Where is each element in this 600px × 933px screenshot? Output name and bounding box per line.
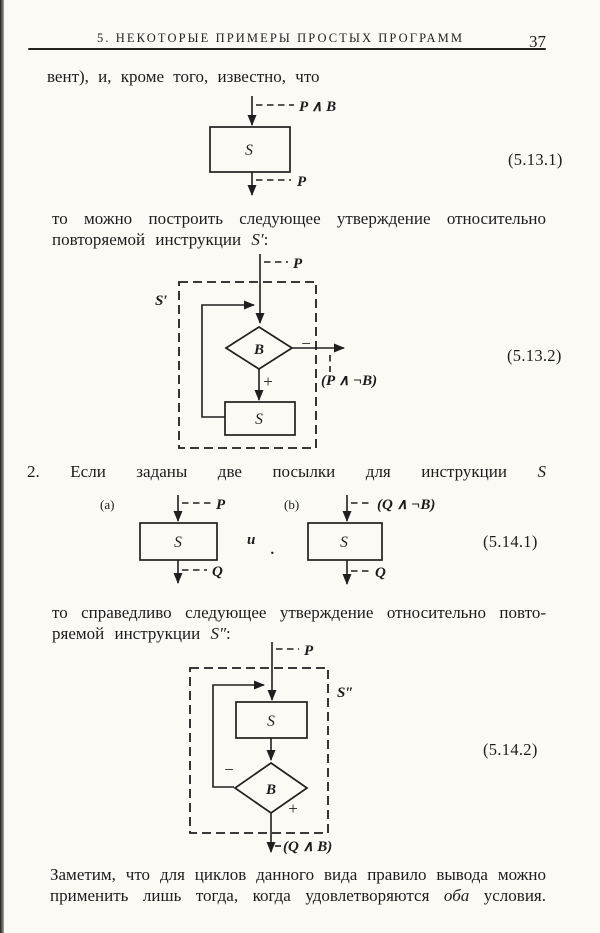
entry-assertion-label: P xyxy=(304,643,314,659)
list-item-2: 2. Если заданы две посылки для инструкци… xyxy=(27,461,546,482)
compound-statement-dashed-box xyxy=(189,667,329,834)
entry-assertion-label: P ∧ B xyxy=(299,99,336,115)
subfigure-a-tag: (a) xyxy=(100,497,114,512)
page-number: 37 xyxy=(529,32,546,51)
flowchart-5-14-1: (a) P S Q и . (b) (Q ∧ ¬B) S xyxy=(100,495,435,585)
process-box xyxy=(209,126,291,173)
false-branch-sign: − xyxy=(224,760,234,779)
text-run: : xyxy=(226,624,231,643)
subfigure-b-tag: (b) xyxy=(284,497,299,512)
exit-assertion-label: (Q ∧ B) xyxy=(283,839,332,855)
figure-5-13-2: P S′ B − (P ∧ ¬B) + S (5.13.2) xyxy=(0,252,600,454)
decision-label: B xyxy=(253,342,264,358)
equation-number: (5.13.2) xyxy=(507,346,562,365)
b-exit-arrow xyxy=(342,560,371,585)
false-branch-sign: − xyxy=(301,334,311,353)
exit-assertion-label: (P ∧ ¬B) xyxy=(321,373,377,389)
math-s-prime: S′ xyxy=(251,230,264,249)
equation-number: (5.14.1) xyxy=(483,532,538,551)
header-rule xyxy=(28,48,546,50)
b-entry-assertion-label: (Q ∧ ¬B) xyxy=(377,497,435,513)
paragraph-after-5-14-1-line1: то справедливо следующее утверждение отн… xyxy=(52,603,546,622)
math-s: S xyxy=(537,462,547,481)
decision-label: B xyxy=(265,782,276,798)
text-run: повторяемой инструкции xyxy=(52,230,242,249)
b-process-box xyxy=(307,522,383,561)
page-left-edge xyxy=(0,0,4,933)
a-exit-arrow xyxy=(173,560,207,584)
true-branch-sign: + xyxy=(263,372,273,391)
equation-number: (5.14.2) xyxy=(483,740,538,759)
running-header: 5. НЕКОТОРЫЕ ПРИМЕРЫ ПРОСТЫХ ПРОГРАММ xyxy=(97,31,465,45)
text-run: Если заданы две посылки для инструкции xyxy=(70,462,507,481)
exit-assertion-label: P xyxy=(297,174,307,190)
figure-5-14-1: (a) P S Q и . (b) (Q ∧ ¬B) S xyxy=(0,492,600,594)
exit-arrow xyxy=(247,172,291,196)
true-branch-sign: + xyxy=(288,799,298,818)
process-box xyxy=(224,401,296,436)
a-exit-assertion-label: Q xyxy=(212,564,223,580)
closing-paragraph-line1: Заметим, что для циклов данного вида пра… xyxy=(50,865,546,884)
a-process-box-label: S xyxy=(174,534,182,551)
paragraph-after-5-13-1-line2: повторяемой инструкции S′: xyxy=(52,229,268,250)
entry-arrow xyxy=(247,96,294,126)
flowchart-5-13-2: P S′ B − (P ∧ ¬B) + S xyxy=(155,254,377,449)
flowchart-5-13-1: P ∧ B S P xyxy=(209,96,336,196)
b-exit-assertion-label: Q xyxy=(375,565,386,581)
compound-statement-label: S′ xyxy=(155,293,168,309)
entry-assertion-label: P xyxy=(293,256,303,272)
loop-back-path xyxy=(201,300,255,418)
compound-statement-label: S″ xyxy=(337,685,354,701)
text-run: применить лишь тогда, когда удовлетворяю… xyxy=(50,886,430,905)
equation-number: (5.13.1) xyxy=(508,150,563,169)
a-entry-arrow xyxy=(173,495,211,522)
a-entry-assertion-label: P xyxy=(216,497,226,513)
list-item-marker: 2. xyxy=(27,462,40,481)
process-box-label: S xyxy=(267,713,275,730)
b-entry-arrow xyxy=(342,495,373,522)
entry-arrow xyxy=(267,642,299,701)
loop-back-path xyxy=(212,680,265,788)
b-process-box-label: S xyxy=(340,534,348,551)
math-s-double-prime: S″ xyxy=(210,624,227,643)
process-box-label: S xyxy=(245,142,253,159)
flowchart-5-14-2: P S″ S B − + (Q ∧ B) xyxy=(189,642,354,855)
compound-statement-dashed-box xyxy=(178,281,317,449)
process-box-label: S xyxy=(255,411,263,428)
text-run: ряемой инструкции xyxy=(52,624,201,643)
entry-arrow xyxy=(255,254,288,324)
conjunction-dot: . xyxy=(271,542,275,558)
conjunction-word: и xyxy=(247,532,255,548)
text-run: условия. xyxy=(483,886,546,905)
emphasized-word: оба xyxy=(443,886,470,905)
paragraph-after-5-14-1-line2: ряемой инструкции S″: xyxy=(52,623,231,644)
paragraph-intro: вент), и, кроме того, известно, что xyxy=(47,67,320,86)
paragraph-after-5-13-1-line1: то можно построить следующее утверждение… xyxy=(52,209,546,228)
figure-5-14-2: P S″ S B − + (Q ∧ B) (5.14.2) xyxy=(0,642,600,862)
text-run: : xyxy=(263,230,269,249)
figure-5-13-1: P ∧ B S P (5.13.1) xyxy=(0,92,600,204)
closing-paragraph-line2: применить лишь тогда, когда удовлетворяю… xyxy=(50,885,546,906)
